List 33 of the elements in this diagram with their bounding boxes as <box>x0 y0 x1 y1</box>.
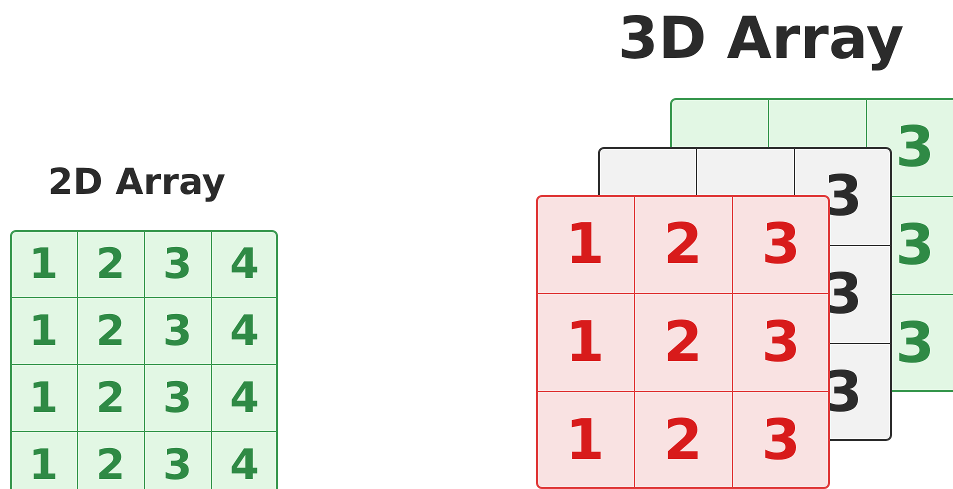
cell-value: 2 <box>664 310 702 374</box>
cell-value: 1 <box>566 212 604 276</box>
cell-value: 3 <box>162 440 192 489</box>
cell-value: 2 <box>96 306 126 355</box>
cell-value: 3 <box>162 239 192 288</box>
cell-value: 3 <box>762 408 800 472</box>
cell-value: 3 <box>896 212 934 278</box>
cell-value: 4 <box>230 373 260 422</box>
cell-value: 4 <box>230 239 260 288</box>
cell-value: 2 <box>96 440 126 489</box>
cell-value: 1 <box>566 310 604 374</box>
cell-value: 2 <box>664 212 702 276</box>
cell-value: 2 <box>664 408 702 472</box>
cell-value: 1 <box>28 239 58 288</box>
cell-value: 3 <box>824 262 862 326</box>
cell-value: 3 <box>762 212 800 276</box>
cell-value: 1 <box>28 373 58 422</box>
cell-value: 3 <box>162 306 192 355</box>
cell-value: 4 <box>230 440 260 489</box>
cell-value: 1 <box>566 408 604 472</box>
cell-value: 3 <box>162 373 192 422</box>
cell-value: 3 <box>762 310 800 374</box>
cell-value: 3 <box>896 310 934 376</box>
array-heading: 2D Array <box>48 162 226 203</box>
cell-value: 3 <box>896 114 934 180</box>
cell-value: 1 <box>28 306 58 355</box>
cell-value: 3 <box>824 360 862 424</box>
cell-value: 2 <box>96 373 126 422</box>
cell-value: 2 <box>96 239 126 288</box>
array-heading: 3D Array <box>618 4 904 72</box>
cell-value: 1 <box>28 440 58 489</box>
cell-value: 4 <box>230 306 260 355</box>
cell-value: 3 <box>824 164 862 228</box>
